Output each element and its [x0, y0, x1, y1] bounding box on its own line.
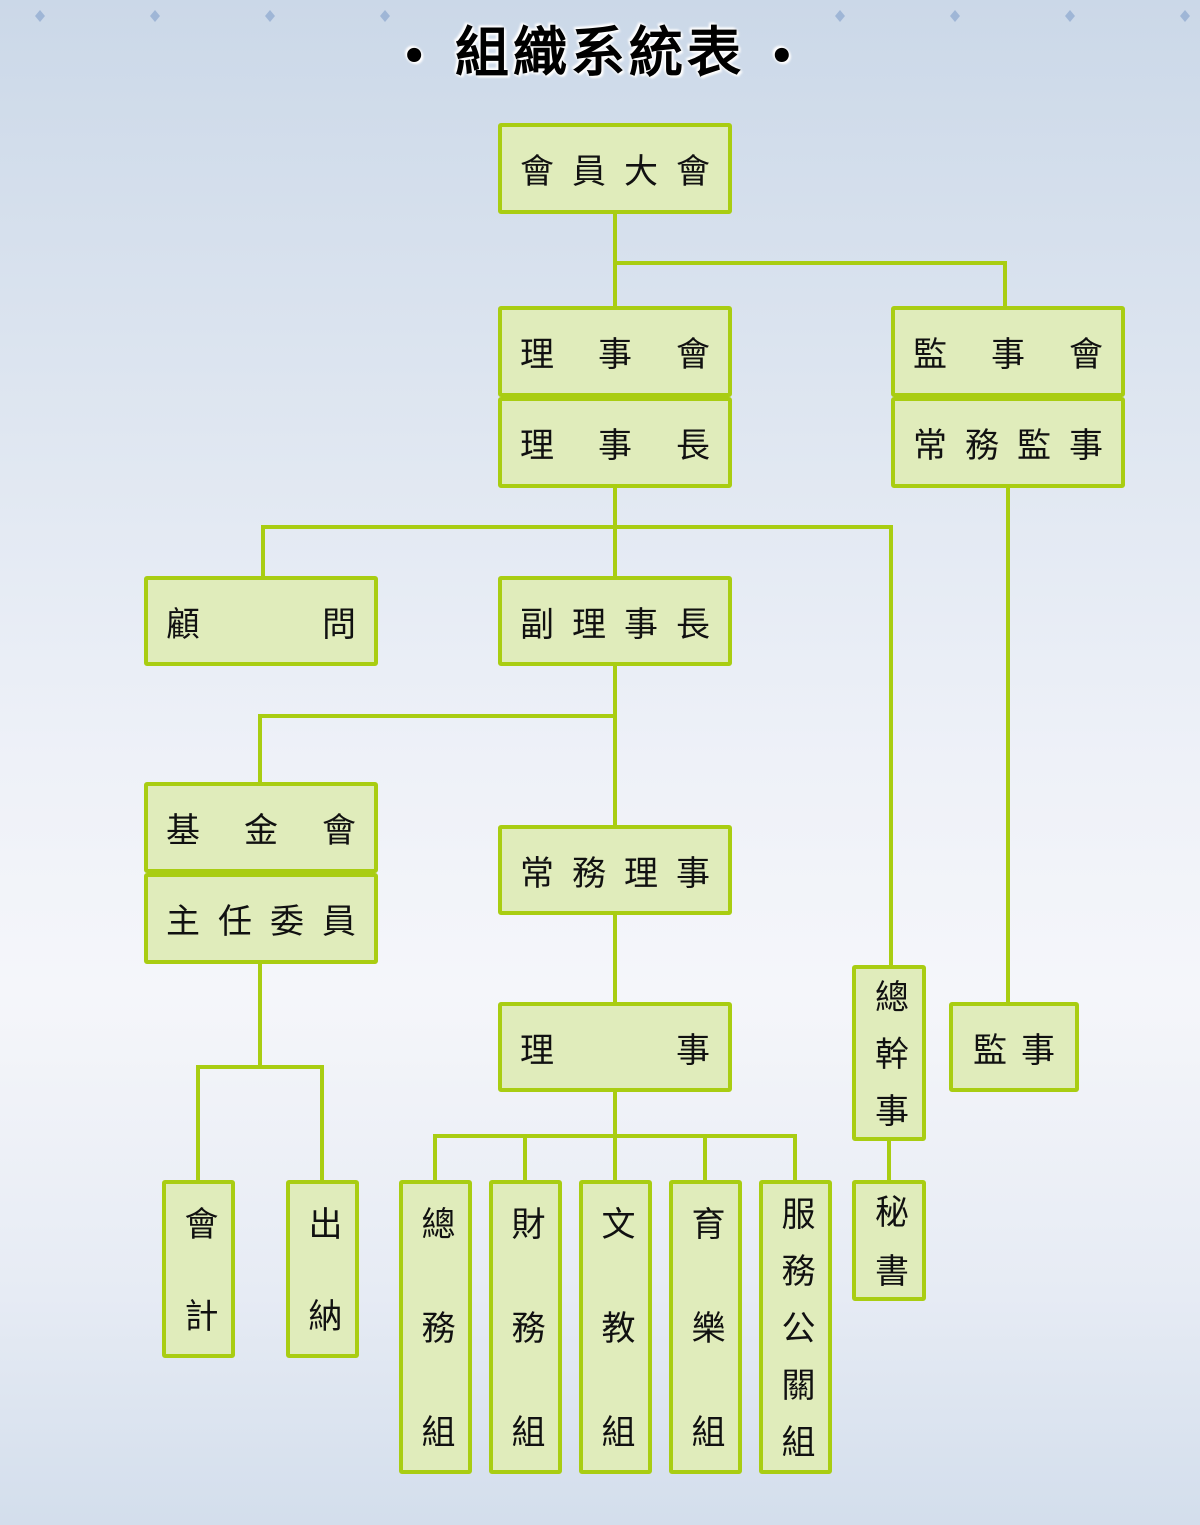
node-label: 文教組 [595, 1206, 635, 1448]
node-general-assembly: 會員大會 [498, 123, 732, 214]
node-label: 副理事長 [520, 604, 710, 645]
node-cashier: 出納 [286, 1180, 359, 1358]
node-advisor: 顧問 [144, 576, 378, 666]
node-secretary-general: 總幹事 [852, 965, 926, 1141]
node-recreation: 育樂組 [669, 1180, 742, 1474]
node-chairman: 理事長 [498, 397, 732, 488]
node-label: 理事長 [520, 426, 710, 466]
node-board-of-directors: 理事會 [498, 306, 732, 397]
node-vice-chairman: 副理事長 [498, 576, 732, 666]
node-label: 財務組 [505, 1206, 545, 1448]
title-text: 組織系統表 [455, 20, 745, 84]
node-label: 監事會 [913, 335, 1103, 375]
node-service-pr: 服務公關組 [759, 1180, 832, 1474]
node-label: 秘書 [868, 1194, 909, 1287]
node-secretary: 秘書 [852, 1180, 926, 1301]
node-label: 總幹事 [868, 979, 909, 1127]
node-label: 基金會 [166, 811, 356, 851]
node-label: 育樂組 [685, 1206, 725, 1448]
node-culture-education: 文教組 [579, 1180, 652, 1474]
node-label: 理事會 [520, 335, 710, 375]
node-standing-supervisor: 常務監事 [891, 397, 1125, 488]
node-foundation: 基金會 [144, 782, 378, 873]
diamond-pattern [35, 10, 1190, 22]
page-title: •組織系統表• [401, 20, 799, 84]
node-foundation-chair: 主任委員 [144, 873, 378, 964]
node-label: 出納 [302, 1206, 342, 1332]
node-standing-director: 常務理事 [498, 825, 732, 915]
node-label: 會計 [178, 1206, 218, 1332]
node-general-affairs: 總務組 [399, 1180, 472, 1474]
node-director: 理事 [498, 1002, 732, 1092]
node-accounting: 會計 [162, 1180, 235, 1358]
node-label: 顧問 [166, 604, 356, 645]
node-label: 服務公關組 [775, 1196, 815, 1458]
node-label: 常務理事 [520, 853, 710, 894]
node-finance: 財務組 [489, 1180, 562, 1474]
node-label: 主任委員 [166, 902, 356, 942]
node-board-of-supervisors: 監事會 [891, 306, 1125, 397]
node-label: 理事 [520, 1030, 710, 1071]
node-label: 會員大會 [520, 152, 710, 192]
node-supervisor: 監事 [949, 1002, 1079, 1092]
node-label: 常務監事 [913, 426, 1103, 466]
node-label: 總務組 [415, 1206, 455, 1448]
node-label: 監事 [973, 1030, 1055, 1071]
